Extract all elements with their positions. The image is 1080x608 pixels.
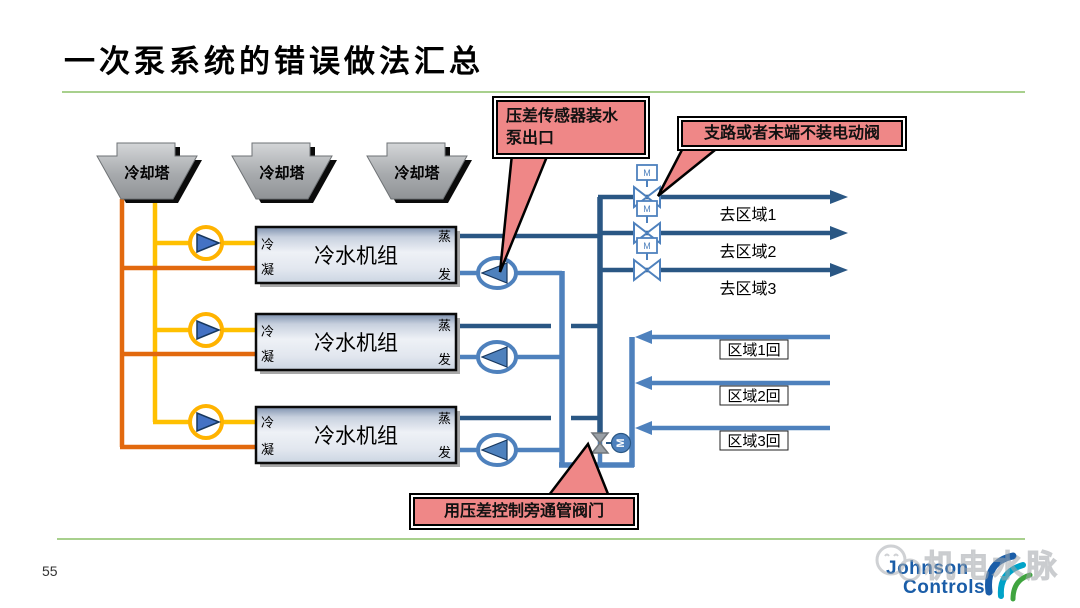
chilled-water-pump-icon [476, 433, 518, 467]
footer-rule [57, 538, 1025, 540]
callout-no-motor-valve: 支路或者末端不装电动阀 [681, 120, 903, 147]
port-label: 发 [438, 352, 451, 367]
return-zone-label: 区域2回 [727, 388, 780, 405]
supply-arrow [830, 263, 848, 277]
return-label-box [719, 430, 789, 451]
supply-arrow [830, 190, 848, 204]
chiller-body [254, 312, 458, 372]
chiller-unit: 冷 凝 蒸 发 冷水机组 [254, 405, 460, 467]
callout-pointer [498, 152, 550, 273]
condenser-return-pipes [119, 199, 256, 450]
condenser-pump-icon [188, 404, 224, 440]
port-label: 蒸 [438, 229, 451, 244]
motor-label: M [615, 438, 627, 447]
return-arrow [635, 376, 652, 390]
supply-zone-label: 去区域2 [720, 243, 777, 261]
cooling-tower: 冷却塔 [96, 142, 202, 203]
port-label: 发 [438, 267, 451, 282]
callout-text-line: 用压差控制旁通管阀门 [443, 502, 604, 520]
return-arrow [635, 421, 652, 435]
return-zone-label: 区域3回 [727, 433, 780, 450]
return-zone-label: 区域1回 [727, 342, 780, 359]
supply-arrows [830, 190, 848, 277]
motor-valve-icon: M [633, 237, 661, 283]
motor-label: M [643, 241, 651, 251]
supply-arrow [830, 226, 848, 240]
motor-valve-icon: M [633, 200, 661, 246]
callout-text-line: 压差传感器装水 [506, 107, 619, 125]
johnson-controls-logo-line2: Controls [903, 577, 986, 598]
zone-motor-valves: M M M [633, 164, 661, 283]
chiller-unit: 冷 凝 蒸 发 冷水机组 [254, 225, 460, 287]
motor-label: M [643, 168, 651, 178]
port-label: 凝 [261, 262, 274, 277]
chiller-units: 冷 凝 蒸 发 冷水机组 冷 凝 蒸 发 冷水机组 冷 凝 蒸 [254, 225, 460, 467]
callout-bypass-dp-control: 用压差控制旁通管阀门 [413, 497, 635, 526]
condenser-pumps [188, 225, 224, 440]
condenser-pump-icon [188, 312, 224, 348]
page-number: 55 [42, 563, 58, 579]
callout-pointer [656, 144, 724, 197]
chilled-water-pump-icon [476, 340, 518, 374]
return-zone-labels: 区域1回 区域2回 区域3回 [719, 339, 789, 451]
page-title: 一次泵系统的错误做法汇总 [64, 44, 484, 79]
cooling-tower: 冷却塔 [366, 142, 472, 203]
tower-body [366, 142, 468, 200]
bypass-valve-icon: M [590, 432, 632, 454]
port-label: 冷 [261, 324, 274, 339]
chiller-body [254, 405, 458, 465]
callout-pointers [498, 144, 724, 501]
chilled-water-pumps [476, 256, 518, 467]
chilled-water-pump-icon [476, 256, 518, 290]
condenser-pump-icon [188, 225, 224, 261]
tower-body [96, 142, 198, 200]
port-label: 发 [438, 445, 451, 460]
chiller-body [254, 225, 458, 285]
chiller-unit: 冷 凝 蒸 发 冷水机组 [254, 312, 460, 374]
supply-zone-label: 去区域3 [720, 280, 777, 298]
chiller-name: 冷水机组 [314, 332, 398, 355]
supply-zone-labels: 去区域1 去区域2 去区域3 [720, 206, 777, 298]
callout-text-line: 泵出口 [506, 129, 555, 147]
tower-label: 冷却塔 [259, 164, 305, 182]
return-label-box [719, 339, 789, 360]
tower-label: 冷却塔 [394, 164, 440, 182]
callout-sensor-at-pump-outlet: 压差传感器装水 泵出口 [496, 100, 646, 155]
supply-zone-label: 去区域1 [720, 206, 777, 224]
port-label: 凝 [261, 442, 274, 457]
chiller-name: 冷水机组 [314, 425, 398, 448]
port-label: 凝 [261, 349, 274, 364]
johnson-controls-mark [985, 552, 1033, 602]
port-label: 蒸 [438, 318, 451, 333]
cooling-towers: 冷却塔 冷却塔 冷却塔 [96, 142, 472, 203]
chiller-name: 冷水机组 [314, 245, 398, 268]
port-label: 蒸 [438, 411, 451, 426]
port-label: 冷 [261, 415, 274, 430]
callout-text-line: 支路或者末端不装电动阀 [703, 124, 880, 142]
return-arrow [635, 330, 652, 344]
title-underline [62, 91, 1025, 93]
tower-label: 冷却塔 [124, 164, 170, 182]
cooling-tower: 冷却塔 [231, 142, 337, 203]
return-arrows [635, 330, 652, 435]
motor-label: M [643, 204, 651, 214]
return-label-box [719, 385, 789, 406]
port-label: 冷 [261, 237, 274, 252]
tower-body [231, 142, 333, 200]
